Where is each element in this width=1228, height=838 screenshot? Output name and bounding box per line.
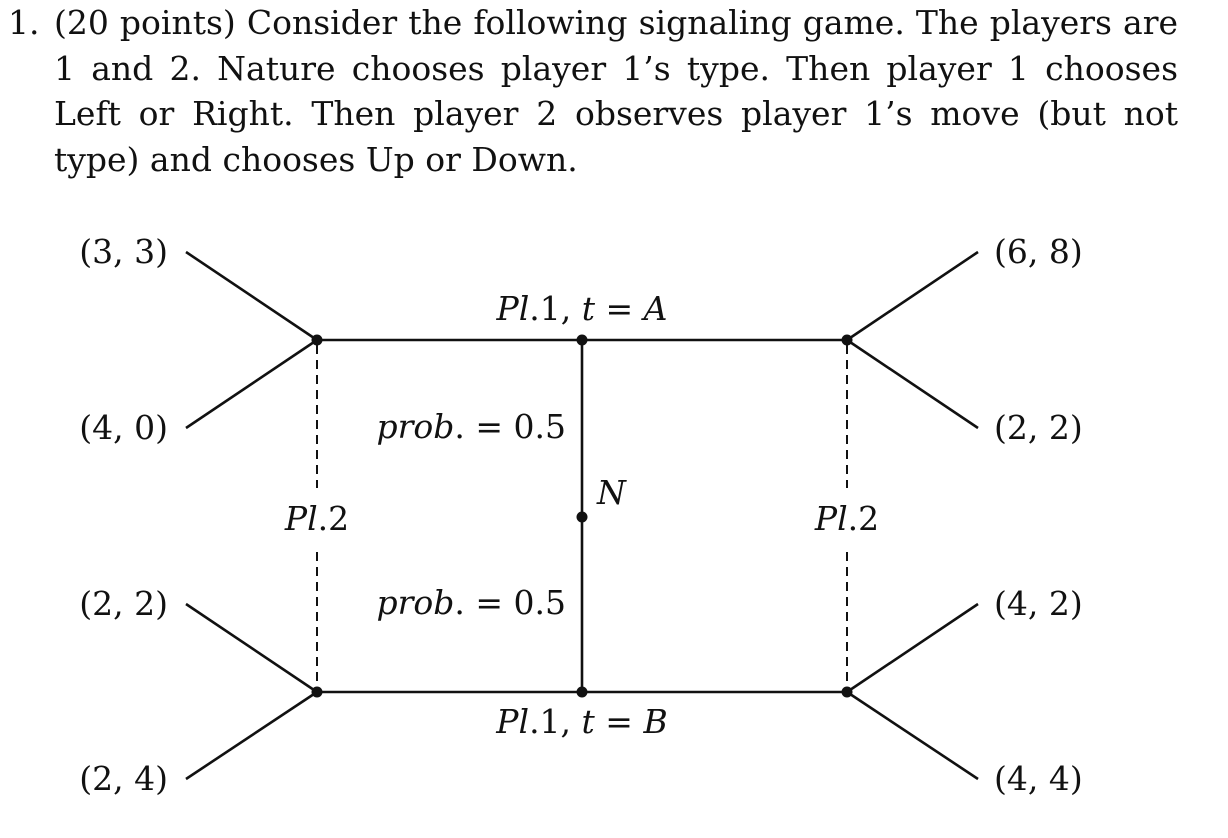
node-player2-bottom-left: [311, 686, 323, 698]
payoff-top-right-down: (2, 2): [994, 408, 1083, 447]
probability-label-top: prob. = 0.5: [376, 407, 566, 446]
node-nature: [576, 511, 588, 523]
branch-top-left-up: [185, 250, 318, 342]
payoff-bottom-left-down: (2, 4): [79, 759, 168, 798]
payoff-top-left-down: (4, 0): [79, 408, 168, 447]
node-player2-top-left: [311, 334, 323, 346]
branch-top-right-down: [846, 338, 979, 430]
info-set-label-right: Pl.2: [814, 499, 879, 538]
problem-number: 1.: [8, 3, 40, 42]
branch-bottom-left-up: [185, 602, 318, 694]
branch-bottom-right-up: [846, 602, 979, 694]
branch-bottom-right-down: [846, 690, 979, 781]
payoff-bottom-right-up: (4, 2): [994, 584, 1083, 623]
node-player2-bottom-right: [841, 686, 853, 698]
payoff-bottom-right-down: (4, 4): [994, 759, 1083, 798]
bottom-node-label: Pl.1, t = B: [495, 702, 667, 741]
nature-label: N: [596, 473, 627, 512]
probability-label-bottom: prob. = 0.5: [376, 583, 566, 622]
node-player1-type-a: [576, 334, 588, 346]
payoff-top-left-up: (3, 3): [79, 232, 168, 271]
problem-text: (20 points) Consider the following signa…: [54, 3, 1178, 179]
top-node-label: Pl.1, t = A: [496, 289, 668, 328]
node-player2-top-right: [841, 334, 853, 346]
branch-top-left-down: [185, 338, 318, 430]
payoff-bottom-left-up: (2, 2): [79, 584, 168, 623]
node-player1-type-b: [576, 686, 588, 698]
branch-top-right-up: [846, 250, 979, 342]
info-set-label-left: Pl.2: [284, 499, 349, 538]
payoff-top-right-up: (6, 8): [994, 232, 1083, 271]
branch-bottom-left-down: [185, 690, 318, 781]
